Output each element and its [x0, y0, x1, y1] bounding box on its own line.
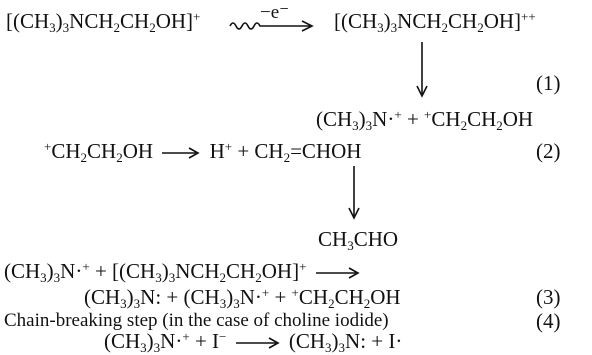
eq1-left: [(CH3)3NCH2CH2OH]+ [6, 9, 201, 35]
eq2-reaction: +CH2CH2OH H+ + CH2=CHOH [44, 139, 362, 165]
eq4-label: Chain-breaking step (in the case of chol… [4, 310, 389, 331]
down-arrow-2 [348, 166, 360, 220]
eq2-number: (2) [536, 139, 561, 163]
eq1-wavy-arrow [229, 20, 314, 32]
eq1-products: (CH3)3N·+ + +CH2CH2OH [316, 107, 534, 133]
down-arrow-1 [416, 42, 428, 98]
eq3-line2: (CH3)3N: + (CH3)3N·+ + +CH2CH2OH [84, 285, 401, 311]
eq2-product: CH3CHO [318, 227, 399, 253]
eq3-number: (3) [536, 285, 561, 309]
eq1-number: (1) [536, 71, 561, 95]
eq1-arrow-label: −e⁻ [260, 2, 290, 23]
eq4-reaction: (CH3)3N·+ + I− (CH3)3N: + I· [104, 329, 403, 355]
eq4-number: (4) [536, 309, 561, 333]
eq3-line1: (CH3)3N·+ + [(CH3)3NCH2CH2OH]+ [4, 258, 364, 284]
eq1-right: [(CH3)3NCH2CH2OH]++ [334, 9, 536, 35]
